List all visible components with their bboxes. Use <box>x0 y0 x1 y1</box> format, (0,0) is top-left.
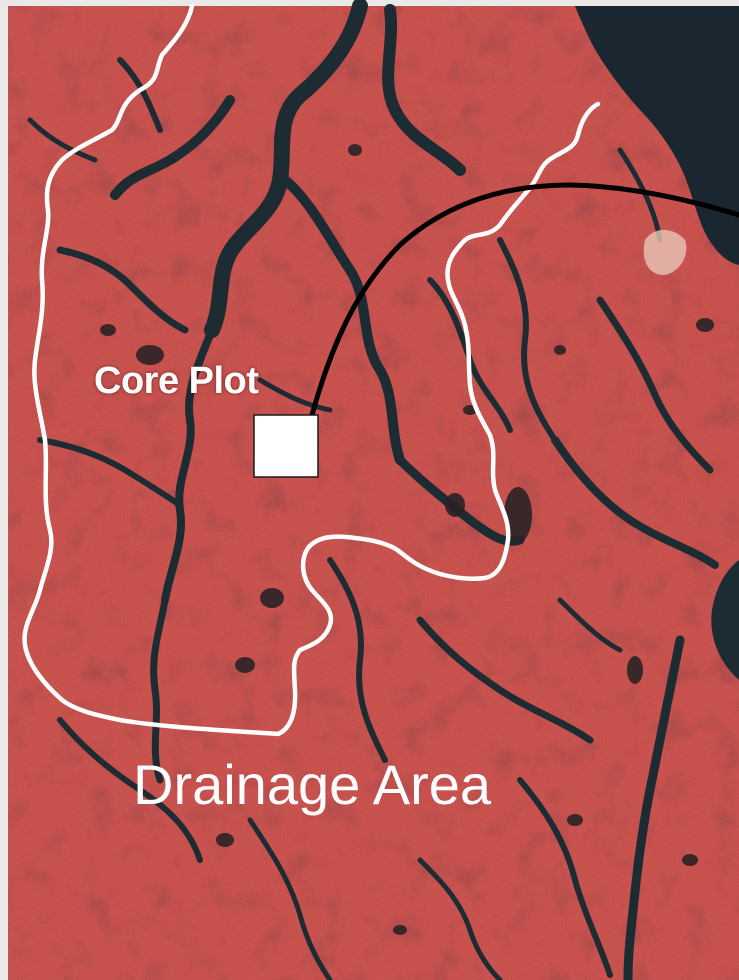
open-water-right <box>711 560 739 680</box>
marsh-ponds <box>100 144 714 935</box>
bare-patch <box>643 229 687 276</box>
core-plot-marker <box>253 414 319 478</box>
transect-line <box>309 182 739 418</box>
tidal-creeks <box>27 0 719 980</box>
core-plot-label: Core Plot <box>94 360 259 402</box>
marsh-texture <box>8 6 739 980</box>
drainage-area-outline <box>22 3 601 737</box>
drainage-area-label: Drainage Area <box>133 753 492 816</box>
open-water <box>575 6 739 265</box>
